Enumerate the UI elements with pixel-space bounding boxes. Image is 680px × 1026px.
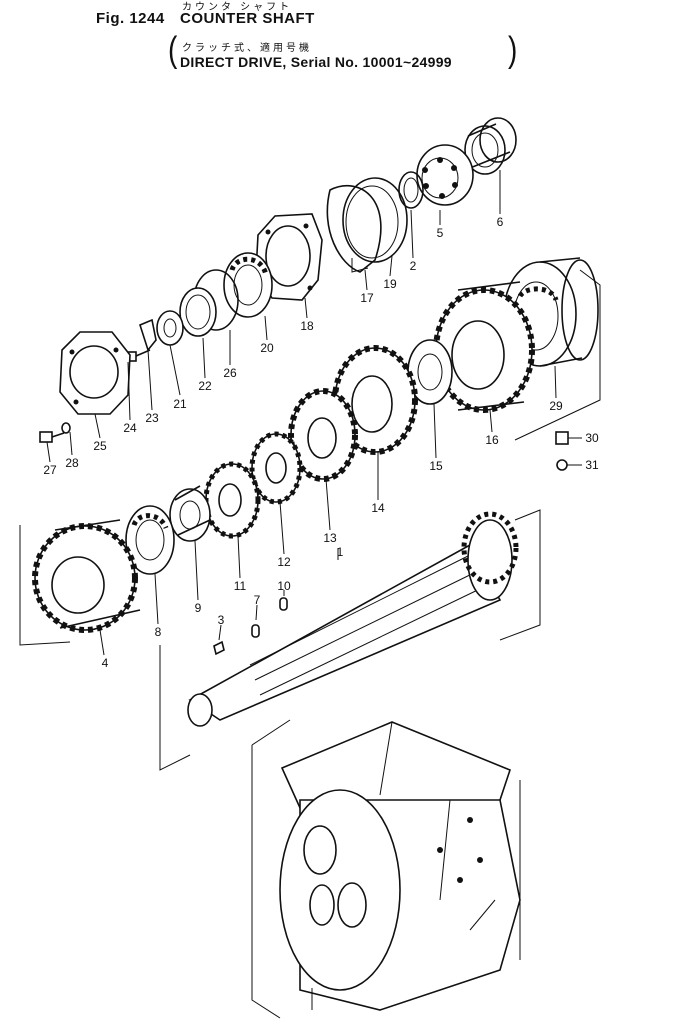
callout-12: 12	[277, 555, 291, 569]
leader-lines	[46, 170, 582, 656]
callout-7: 7	[254, 593, 261, 607]
callout-4: 4	[102, 656, 109, 670]
part-10-key	[279, 597, 288, 611]
callout-1: 1	[337, 545, 344, 559]
callout-27: 27	[43, 463, 57, 477]
callout-3: 3	[218, 613, 225, 627]
part-28-washer	[61, 422, 71, 434]
figure-number: Fig. 1244	[96, 10, 165, 27]
callout-18: 18	[300, 319, 314, 333]
transmission-case	[279, 721, 521, 1011]
part-9-collar	[169, 485, 211, 542]
callout-5: 5	[437, 226, 444, 240]
callout-labels: 1 2 3 4 5 6 7 8 9 10 11 12 13 14 15 16 1…	[43, 215, 599, 670]
callout-8: 8	[155, 625, 162, 639]
part-27-bolt	[39, 431, 65, 443]
callout-23: 23	[145, 411, 159, 425]
paren-open: (	[168, 29, 178, 70]
part-11-gear	[203, 461, 261, 539]
paren-close: )	[508, 29, 518, 70]
part-12-gear	[249, 431, 303, 505]
part-13-gear	[288, 388, 358, 482]
part-4-gear	[32, 519, 141, 633]
part-17-seal-ring	[326, 185, 382, 273]
part-5-ball-bearing	[416, 144, 474, 206]
part-3-key	[213, 640, 225, 656]
callout-28: 28	[65, 456, 79, 470]
callout-30: 30	[585, 431, 599, 445]
part-23-lock-washer	[139, 318, 157, 352]
part-16-gear	[433, 281, 535, 413]
callout-13: 13	[323, 531, 337, 545]
part-31-pin	[556, 459, 568, 471]
callout-2: 2	[410, 259, 417, 273]
kana-title: カウンタ シャフト	[182, 2, 293, 13]
callout-21: 21	[173, 397, 187, 411]
callout-11: 11	[234, 579, 247, 593]
callout-17: 17	[360, 291, 374, 305]
callout-16: 16	[485, 433, 499, 447]
part-7-key	[251, 624, 260, 638]
callout-31: 31	[585, 458, 599, 472]
callout-24: 24	[123, 421, 137, 435]
bracket-lines	[19, 269, 601, 1019]
figure-title: COUNTER SHAFT	[180, 10, 315, 27]
part-19-shim	[342, 177, 408, 263]
callout-14: 14	[371, 501, 385, 515]
part-8-ball-bearing	[125, 505, 175, 575]
callout-15: 15	[429, 459, 443, 473]
callout-29: 29	[549, 399, 563, 413]
callout-6: 6	[497, 215, 504, 229]
callout-25: 25	[93, 439, 107, 453]
part-25-cover	[59, 331, 131, 415]
part-30-pin	[555, 431, 569, 445]
callout-20: 20	[260, 341, 274, 355]
part-20-roller-bearing	[223, 252, 273, 318]
figure-subtitle: DIRECT DRIVE, Serial No. 10001~24999	[180, 54, 452, 70]
part-2-snap-ring	[398, 171, 424, 209]
callout-22: 22	[198, 379, 212, 393]
kana-subtitle: クラッチ式、適用号機	[182, 43, 312, 54]
part-6-bearing-sleeve	[464, 117, 517, 175]
part-1-counter-shaft	[187, 511, 519, 727]
callout-26: 26	[223, 366, 237, 380]
part-22-spacer	[179, 287, 217, 337]
callout-9: 9	[195, 601, 202, 615]
callout-19: 19	[383, 277, 397, 291]
callout-10: 10	[277, 579, 291, 593]
part-21-nut	[156, 310, 184, 346]
